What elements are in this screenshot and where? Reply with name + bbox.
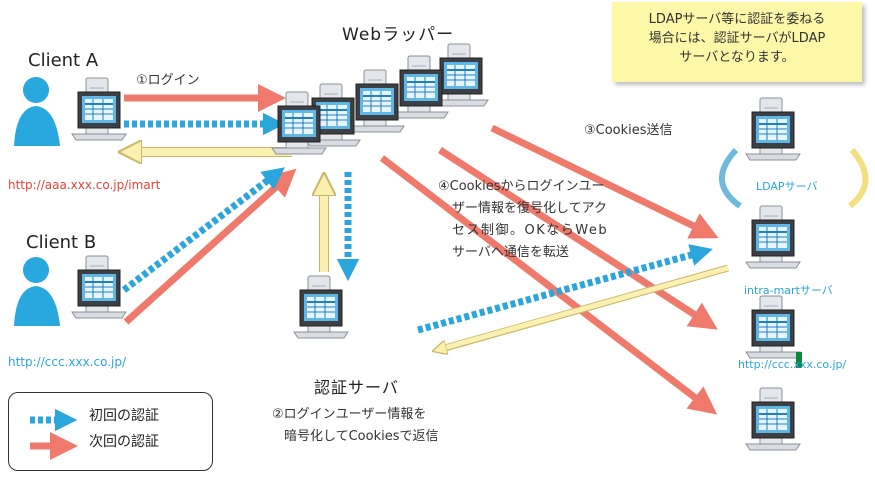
arrow-wrapper-intramart-red [490, 124, 719, 239]
auth-server-title: 認証サーバ [314, 378, 399, 397]
step-decrypt-4: サーバへ通信を転送 [452, 245, 569, 260]
step-send-cookies: ③Cookies送信 [584, 123, 673, 138]
step-encrypt-2: 暗号化してCookiesで返信 [284, 429, 439, 444]
ldap-server-label: LDAPサーバ [756, 180, 818, 193]
ldap-curve-yellow-icon [848, 148, 869, 209]
user-icon [14, 257, 60, 326]
arrow-clientb-red [123, 168, 297, 325]
server-tower-icon [745, 295, 801, 359]
client-a-url: http://aaa.xxx.co.jp/imart [8, 178, 161, 192]
server-tower-icon [745, 205, 801, 269]
step-decrypt-1: ④Cookiesからログインユー [438, 179, 605, 194]
step-decrypt-2: ザー情報を復号化してアク [452, 201, 607, 216]
arrow-auth-intramart-blue [417, 244, 713, 334]
client-a-label: Client A [28, 50, 99, 71]
ldap-curve-blue-icon [718, 147, 742, 209]
legend: 初回の認証 次回の認証 [8, 392, 213, 471]
arrow-wrapper-bottom-red [379, 155, 718, 415]
step-decrypt-3: セス制御。OKならWeb [452, 223, 609, 238]
step-login: ①ログイン [136, 73, 200, 88]
step-encrypt-1: ②ログインユーザー情報を [272, 407, 427, 422]
server-tower-icon [745, 97, 801, 161]
server-tower-icon [349, 69, 405, 133]
intra-mart-server-label: intra-martサーバ [744, 284, 833, 297]
server-tower-icon [293, 275, 349, 339]
arrow-wrapper-ccc-red [438, 147, 718, 330]
user-icon [14, 77, 60, 146]
computer-icon [71, 77, 127, 141]
ldap-note: LDAPサーバ等に認証を委ねる 場合には、認証サーバがLDAP サーバとなります… [612, 2, 862, 82]
legend-first-auth-label: 初回の認証 [89, 408, 159, 424]
client-b-url: http://ccc.xxx.co.jp/ [8, 355, 127, 369]
ccc-server-url: http://ccc.xxx.co.jp/ [738, 358, 847, 371]
computer-icon [71, 255, 127, 319]
cable-marker [796, 352, 802, 368]
web-wrapper-title: Webラッパー [342, 25, 455, 45]
server-tower-icon [745, 387, 801, 451]
arrow-intramart-auth-yellow-fill [444, 265, 729, 348]
legend-next-auth-label: 次回の認証 [89, 434, 159, 450]
client-b-label: Client B [26, 232, 97, 253]
